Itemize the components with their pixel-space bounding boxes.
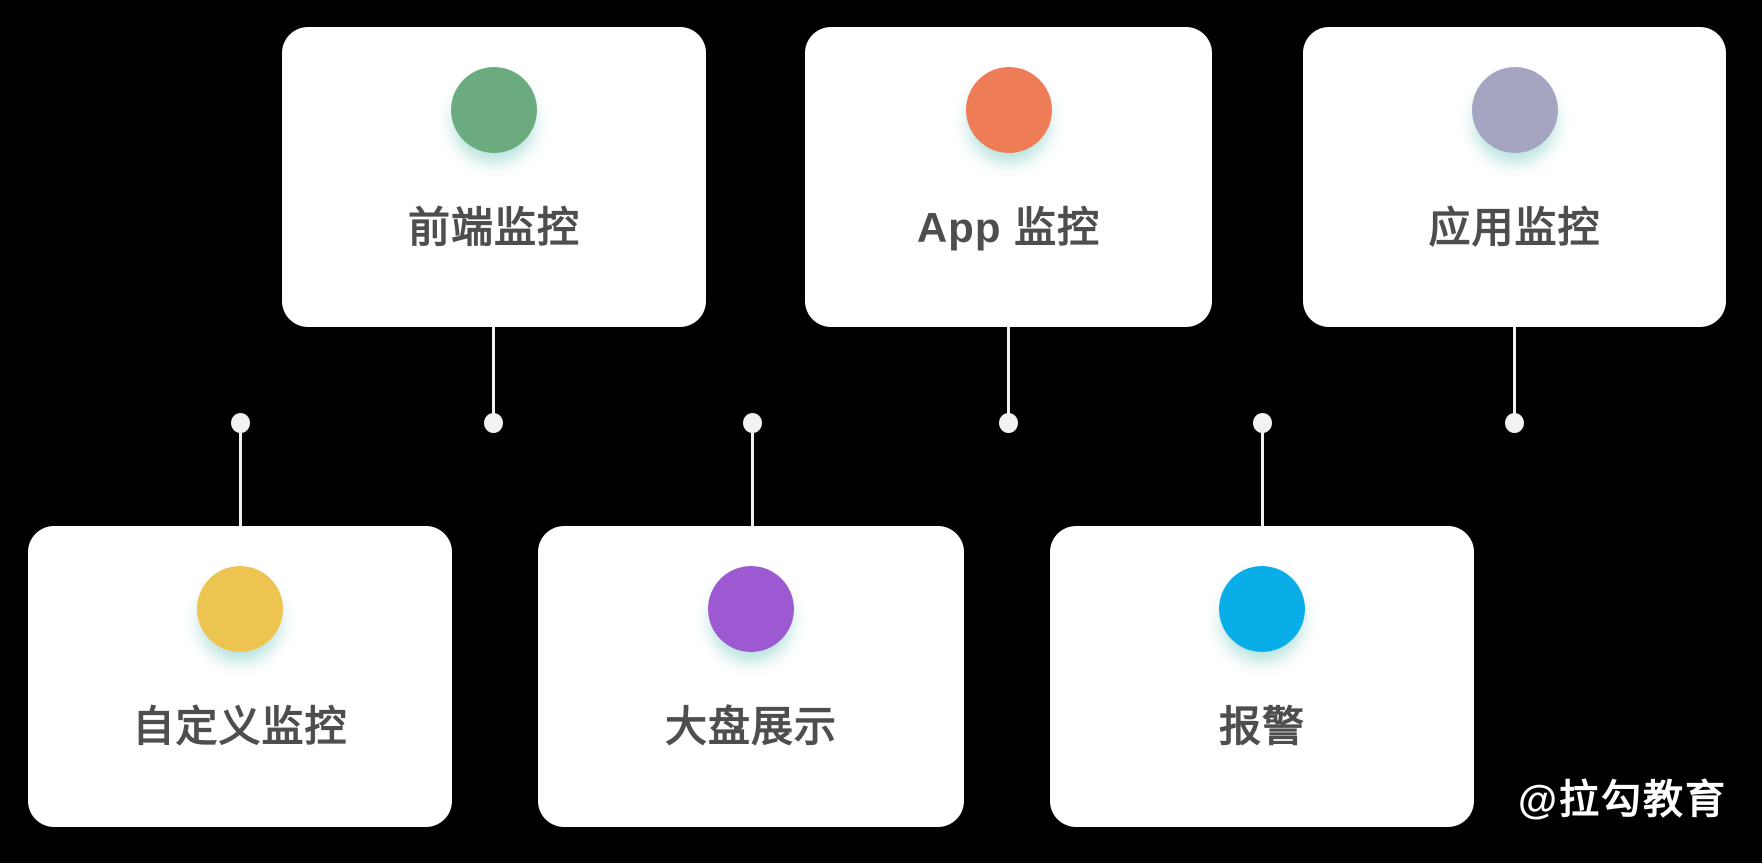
orange-circle-icon bbox=[965, 67, 1052, 153]
connector-line bbox=[492, 327, 495, 415]
connector-line bbox=[1261, 431, 1264, 526]
connector-dot bbox=[1253, 413, 1272, 433]
yellow-circle-icon bbox=[197, 566, 283, 652]
card-label-dashboard-display: 大盘展示 bbox=[664, 703, 837, 750]
card-label-app-monitoring: App 监控 bbox=[916, 204, 1101, 251]
purple-circle-icon bbox=[708, 566, 794, 652]
card-app-monitoring: App 监控 bbox=[805, 27, 1212, 327]
connector-dot bbox=[484, 413, 503, 433]
green-circle-icon bbox=[451, 67, 537, 153]
card-frontend-monitoring: 前端监控 bbox=[282, 27, 706, 327]
card-application-monitoring: 应用监控 bbox=[1303, 27, 1726, 327]
card-label-custom-monitoring: 自定义监控 bbox=[132, 703, 348, 750]
card-label-alerting: 报警 bbox=[1218, 703, 1305, 750]
card-label-frontend-monitoring: 前端监控 bbox=[407, 204, 580, 251]
connector-dot bbox=[1505, 413, 1524, 433]
connector-line bbox=[1513, 327, 1516, 415]
card-label-application-monitoring: 应用监控 bbox=[1428, 204, 1601, 251]
card-custom-monitoring: 自定义监控 bbox=[28, 526, 452, 827]
card-alerting: 报警 bbox=[1050, 526, 1474, 827]
connector-dot bbox=[743, 413, 762, 433]
cyan-circle-icon bbox=[1219, 566, 1305, 652]
connector-dot bbox=[231, 413, 250, 433]
card-dashboard-display: 大盘展示 bbox=[538, 526, 964, 827]
connector-dot bbox=[999, 413, 1018, 433]
gray-purple-circle-icon bbox=[1471, 67, 1558, 153]
connector-line bbox=[1007, 327, 1010, 415]
connector-line bbox=[239, 431, 242, 526]
watermark: @拉勾教育 bbox=[1518, 778, 1728, 822]
connector-line bbox=[751, 431, 754, 526]
